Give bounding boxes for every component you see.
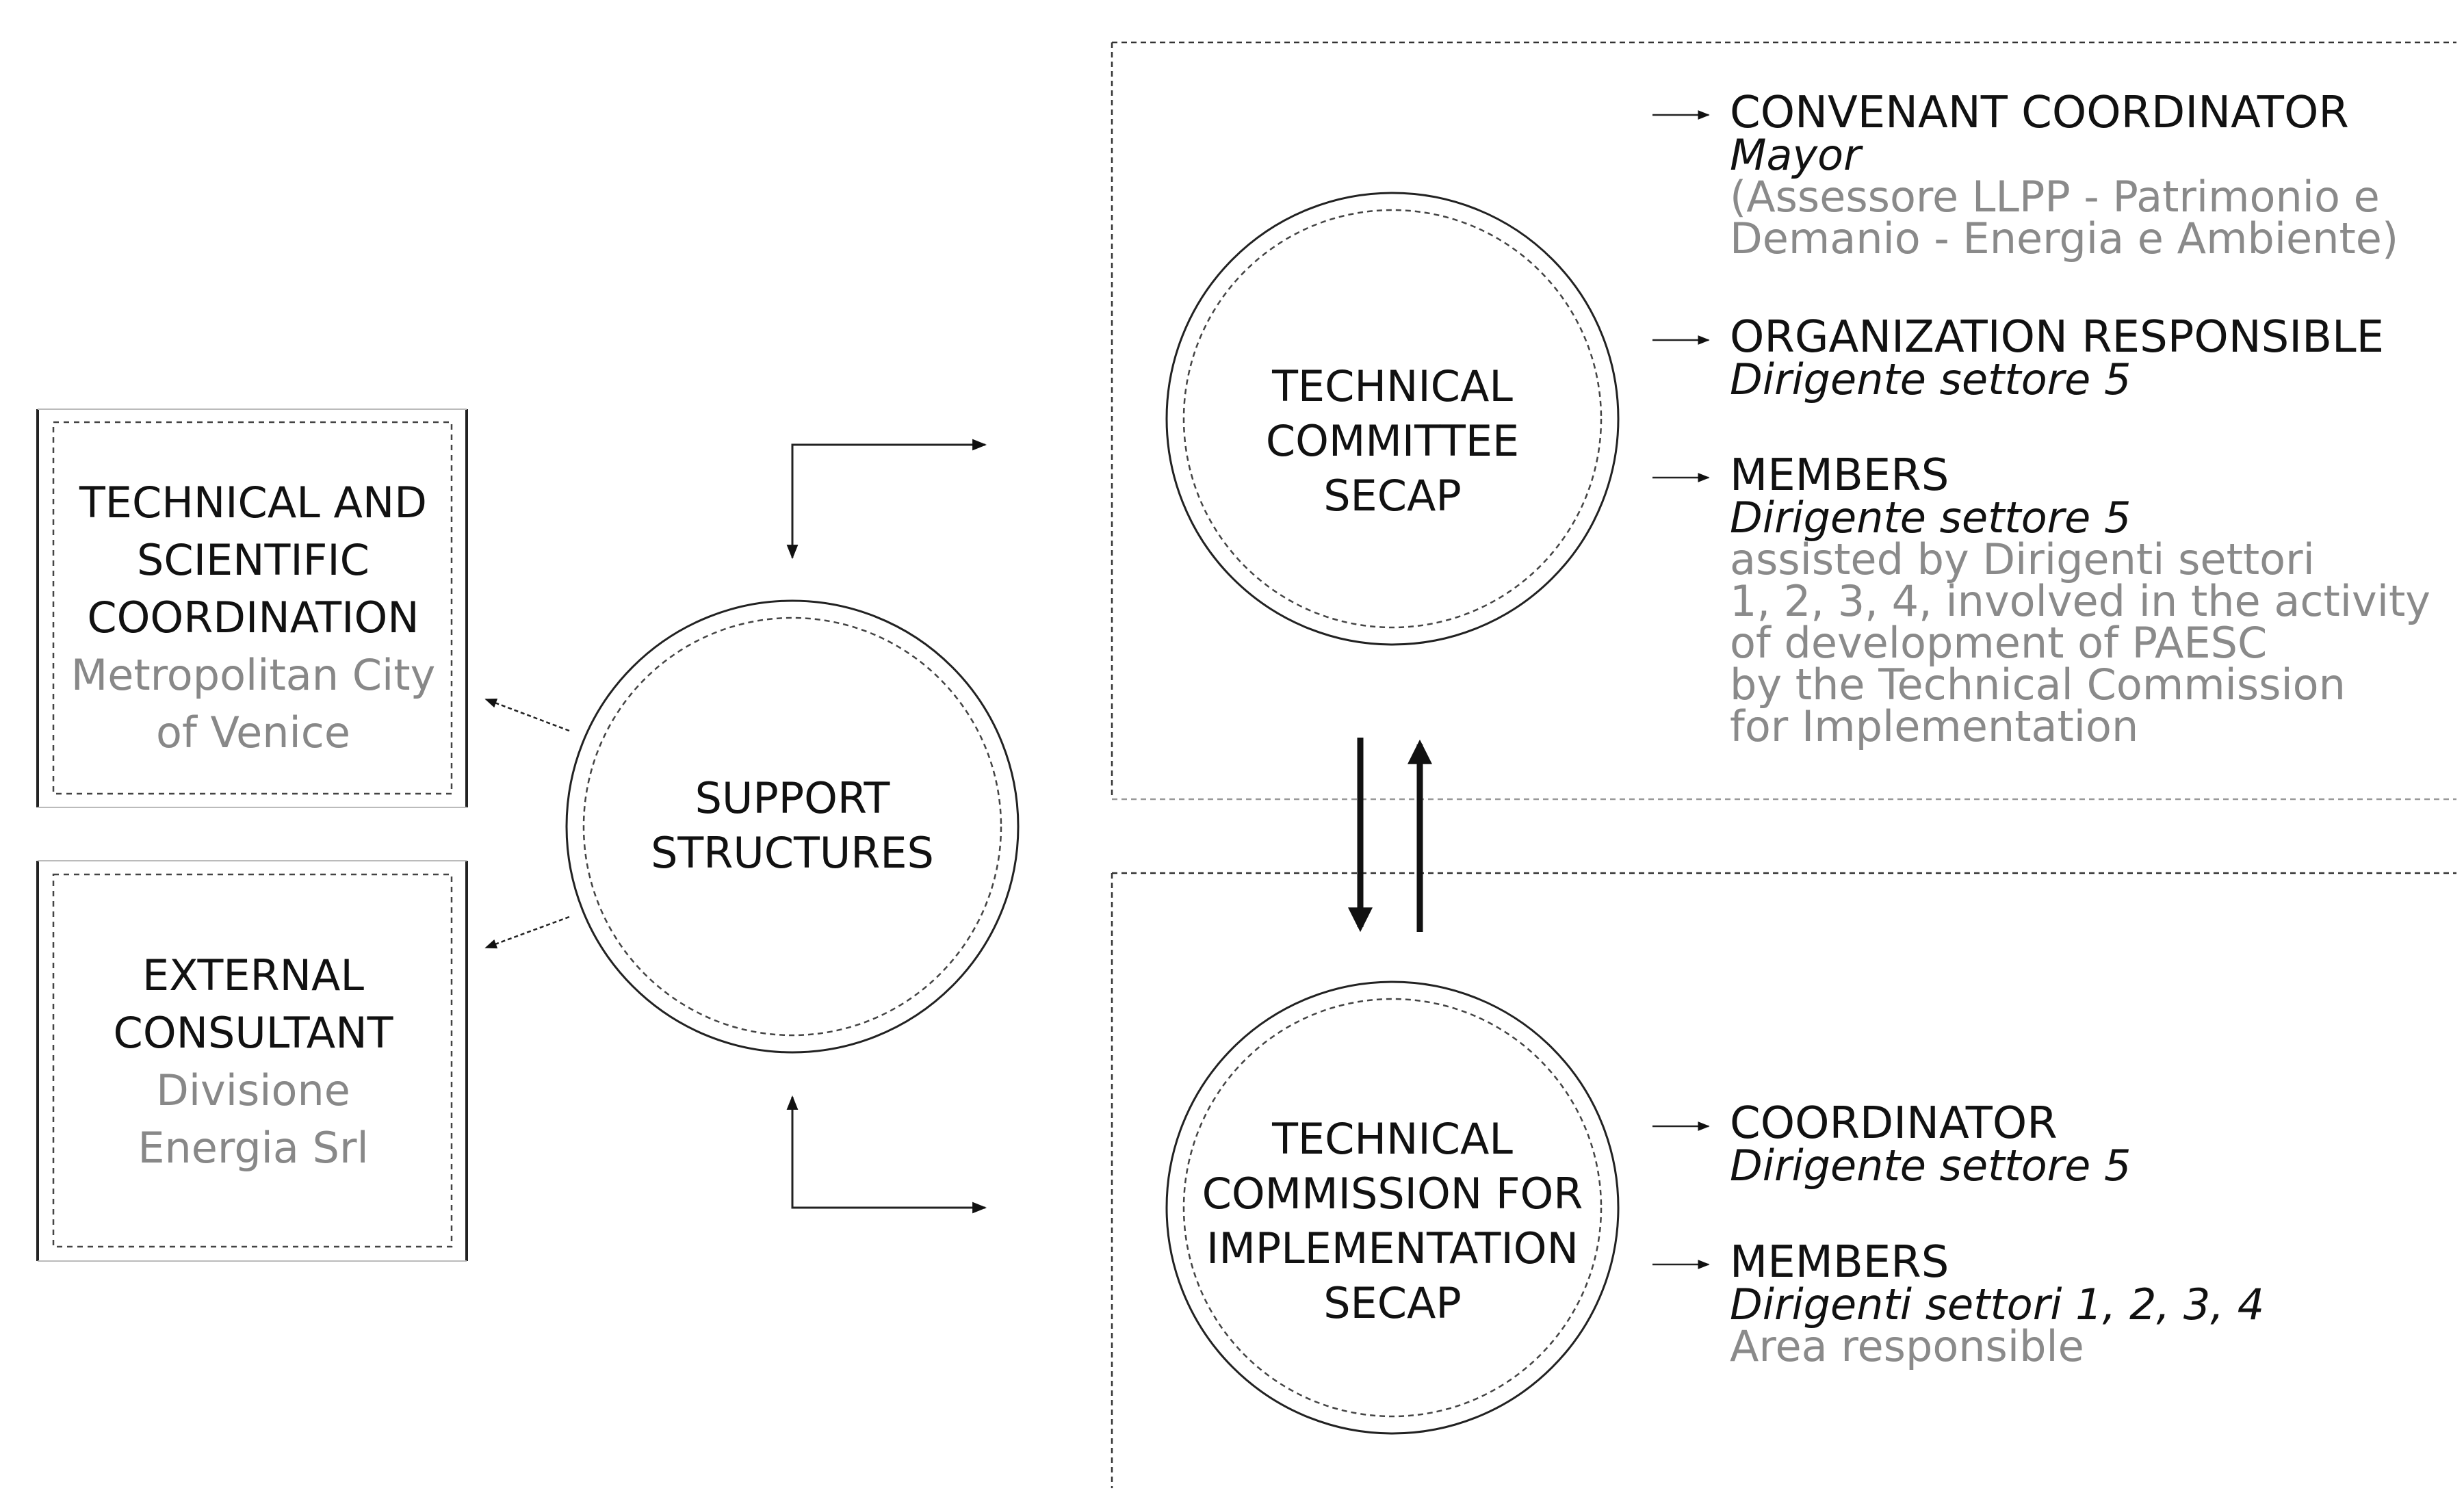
commission-region xyxy=(1111,872,2456,1488)
role-person: Dirigenti settori 1, 2, 3, 4 xyxy=(1730,1280,2265,1329)
role-note: for Implementation xyxy=(1730,701,2139,751)
role-person: Dirigente settore 5 xyxy=(1730,1141,2131,1191)
role-commission-members: MEMBERS Dirigenti settori 1, 2, 3, 4 Are… xyxy=(1730,1237,2455,1371)
role-person: Dirigente settore 5 xyxy=(1730,493,2131,543)
consultant-box-text: EXTERNAL CONSULTANT Divisione Energia Sr… xyxy=(38,947,469,1177)
coordination-box-text: TECHNICAL AND SCIENTIFIC COORDINATION Me… xyxy=(38,474,469,762)
committee-region xyxy=(1111,41,2456,801)
consultant-subtitle-line: Divisione xyxy=(156,1065,350,1115)
circle-technical-commission xyxy=(1165,981,1620,1435)
technical-commission-label: TECHNICAL COMMISSION FOR IMPLEMENTATION … xyxy=(1194,1112,1591,1331)
coordination-subtitle-line: of Venice xyxy=(156,707,350,757)
coordination-title-line: TECHNICAL AND xyxy=(79,478,428,528)
commission-label-line: TECHNICAL xyxy=(1272,1114,1513,1164)
role-note: of development of PAESC xyxy=(1730,618,2268,668)
role-person: Dirigente settore 5 xyxy=(1730,354,2131,404)
box-external-consultant xyxy=(36,860,468,1262)
commission-label-line: SECAP xyxy=(1323,1278,1462,1328)
arrow-to-consultant xyxy=(484,916,570,949)
role-person: Mayor xyxy=(1730,130,1861,180)
coordination-subtitle-line: Metropolitan City xyxy=(70,650,436,700)
consultant-title-line: CONSULTANT xyxy=(113,1008,393,1058)
box-technical-scientific-coordination xyxy=(36,408,468,808)
role-title: MEMBERS xyxy=(1730,1237,1949,1288)
role-title: MEMBERS xyxy=(1730,450,1949,501)
role-note: by the Technical Commission xyxy=(1730,660,2346,710)
role-title: COORDINATOR xyxy=(1730,1098,2058,1149)
commission-label-line: COMMISSION FOR xyxy=(1202,1169,1583,1219)
role-note: (Assessore LLPP - Patrimonio e xyxy=(1730,172,2380,222)
role-note: assisted by Dirigenti settori xyxy=(1730,534,2315,584)
connector-support-commission xyxy=(786,1095,987,1214)
role-title: ORGANIZATION RESPONSIBLE xyxy=(1730,312,2385,363)
role-coordinator: COORDINATOR Dirigente settore 5 xyxy=(1730,1098,2455,1191)
role-organization-responsible: ORGANIZATION RESPONSIBLE Dirigente setto… xyxy=(1730,312,2455,404)
consultant-subtitle-line: Energia Srl xyxy=(138,1123,369,1173)
commission-label-line: IMPLEMENTATION xyxy=(1206,1223,1579,1273)
consultant-title-line: EXTERNAL xyxy=(142,950,365,1000)
support-label-line: STRUCTURES xyxy=(651,828,934,878)
role-title: CONVENANT COORDINATOR xyxy=(1730,88,2349,138)
role-convenant-coordinator: CONVENANT COORDINATOR Mayor (Assessore L… xyxy=(1730,88,2455,263)
role-note: Area responsible xyxy=(1730,1321,2084,1371)
coordination-title-line: SCIENTIFIC xyxy=(137,535,369,585)
role-committee-members: MEMBERS Dirigente settore 5 assisted by … xyxy=(1730,450,2455,751)
arrow-to-coordination xyxy=(484,698,570,732)
technical-committee-label: TECHNICAL COMMITTEE SECAP xyxy=(1208,359,1577,523)
committee-label-line: COMMITTEE xyxy=(1265,416,1520,466)
circle-technical-committee xyxy=(1165,192,1620,646)
connector-support-committee xyxy=(786,439,987,560)
support-label-line: SUPPORT xyxy=(695,773,890,823)
support-structures-label: SUPPORT STRUCTURES xyxy=(608,771,977,881)
committee-label-line: SECAP xyxy=(1323,471,1462,521)
role-note: Demanio - Energia e Ambiente) xyxy=(1730,213,2399,263)
coordination-title-line: COORDINATION xyxy=(87,593,419,642)
committee-label-line: TECHNICAL xyxy=(1272,361,1513,411)
role-note: 1, 2, 3, 4, involved in the activity xyxy=(1730,576,2430,626)
circle-support-structures xyxy=(565,599,1020,1054)
